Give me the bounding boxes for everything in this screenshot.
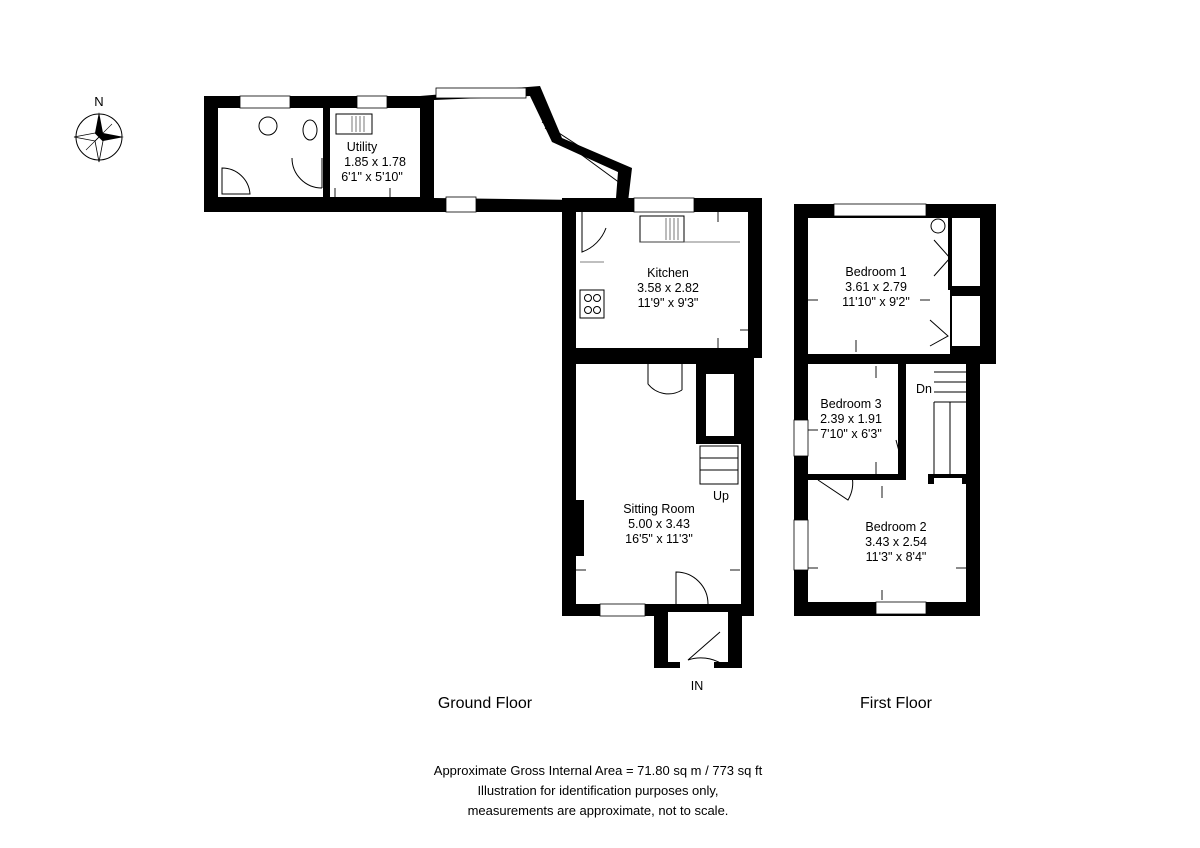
bedroom1-name: Bedroom 1 <box>845 265 906 279</box>
utility-room-imperial: 6'1" x 5'10" <box>341 170 403 184</box>
ground-floor-label: Ground Floor <box>438 695 533 712</box>
bedroom2-imperial: 11'3" x 8'4" <box>866 550 927 564</box>
kitchen-room-name: Kitchen <box>647 266 689 280</box>
bedroom3-imperial: 7'10" x 6'3" <box>820 427 882 441</box>
entrance-label: IN <box>691 679 704 693</box>
first-floor-label: First Floor <box>860 695 933 712</box>
bedroom2-name: Bedroom 2 <box>865 520 926 534</box>
sitting-room-imperial: 16'5" x 11'3" <box>625 532 693 546</box>
bedroom2-metric: 3.43 x 2.54 <box>865 535 927 549</box>
compass-north-label: N <box>94 94 103 109</box>
ground-stair-up-label: Up <box>713 489 729 503</box>
compass-rose-icon <box>73 112 124 163</box>
disclaimer-line-2: measurements are approximate, not to sca… <box>468 803 729 818</box>
bedroom3-name: Bedroom 3 <box>820 397 881 411</box>
utility-room-metric: 1.85 x 1.78 <box>344 155 406 169</box>
gross-area-note: Approximate Gross Internal Area = 71.80 … <box>434 763 763 778</box>
bedroom1-imperial: 11'10" x 9'2" <box>842 295 910 309</box>
bedroom1-metric: 3.61 x 2.79 <box>845 280 907 294</box>
kitchen-room-imperial: 11'9" x 9'3" <box>638 296 699 310</box>
first-stair-down-label: Dn <box>916 382 932 396</box>
sitting-room-name: Sitting Room <box>623 502 695 516</box>
ground-floor-plan <box>204 86 762 672</box>
sitting-room-metric: 5.00 x 3.43 <box>628 517 690 531</box>
disclaimer-line-1: Illustration for identification purposes… <box>477 783 718 798</box>
bedroom3-metric: 2.39 x 1.91 <box>820 412 882 426</box>
first-floor-plan <box>793 203 996 616</box>
utility-room-name: Utility <box>347 140 378 154</box>
kitchen-room-metric: 3.58 x 2.82 <box>637 281 699 295</box>
